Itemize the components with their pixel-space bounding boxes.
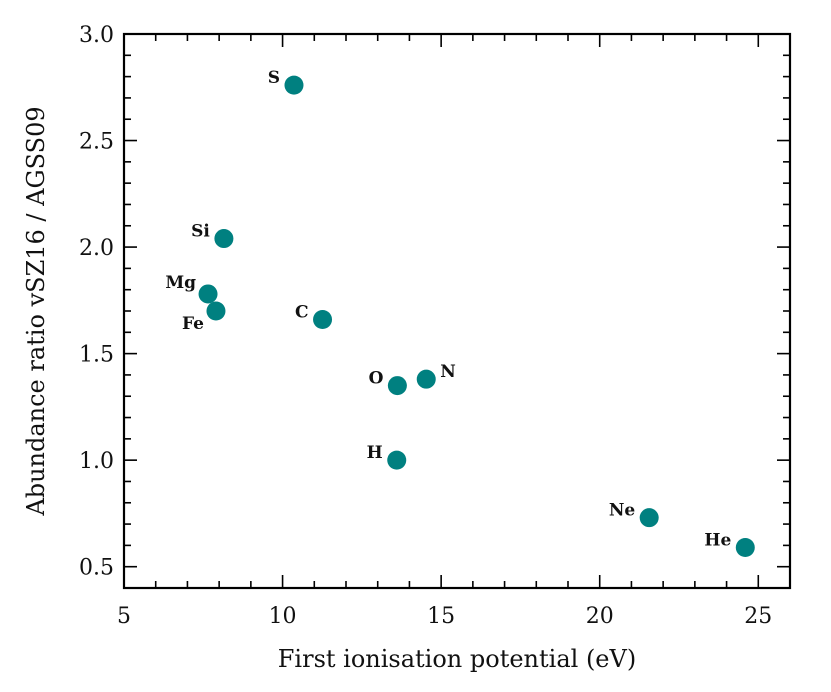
y-tick-label: 2.5 [79, 130, 114, 155]
data-point-ne [639, 508, 659, 528]
point-label-n: N [440, 362, 456, 382]
y-tick-label: 0.5 [79, 556, 114, 581]
y-tick-label: 2.0 [79, 236, 114, 261]
point-label-o: O [369, 369, 384, 389]
point-label-fe: Fe [182, 314, 204, 334]
plot-frame [122, 32, 792, 590]
x-tick-label: 15 [427, 604, 455, 629]
tick-labels: 5 10 15 20 25 0.5 1.0 1.5 2.0 2.5 3.0 [79, 23, 772, 629]
data-point-s [284, 75, 304, 95]
x-tick-label: 25 [744, 604, 772, 629]
x-axis-label: First ionisation potential (eV) [278, 645, 636, 673]
data-point-he [735, 538, 755, 558]
data-point-o [387, 376, 407, 396]
y-tick-label: 1.0 [79, 449, 114, 474]
y-tick-label: 1.5 [79, 343, 114, 368]
point-label-s: S [268, 68, 280, 88]
x-tick-label: 10 [269, 604, 297, 629]
y-tick-label: 3.0 [79, 23, 114, 48]
minor-ticks [124, 34, 791, 589]
point-label-he: He [704, 531, 731, 551]
point-label-c: C [295, 303, 309, 323]
data-point-mg [198, 284, 218, 304]
data-point-c [313, 310, 333, 330]
x-tick-label: 20 [586, 604, 614, 629]
y-axis-label: Abundance ratio vSZ16 / AGSS09 [22, 106, 50, 516]
point-label-mg: Mg [165, 273, 196, 293]
data-point-n [416, 369, 436, 389]
data-point-si [214, 229, 234, 249]
point-label-h: H [367, 443, 383, 463]
point-label-ne: Ne [609, 501, 636, 521]
x-tick-label: 5 [117, 604, 131, 629]
data-point-h [387, 450, 407, 470]
point-label-si: Si [191, 222, 210, 242]
data-point-fe [206, 301, 226, 321]
